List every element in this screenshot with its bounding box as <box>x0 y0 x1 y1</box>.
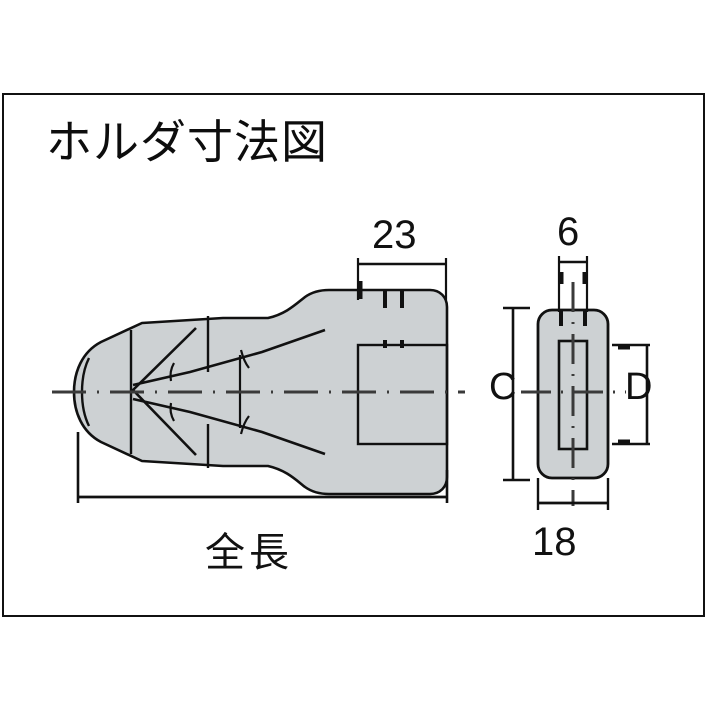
dimension-label-slot-width: 6 <box>557 210 580 254</box>
dimension-label-end-width: 18 <box>532 520 577 564</box>
dimension-label-end-height: C <box>489 366 517 408</box>
dimension-label-slot-height: D <box>625 366 653 408</box>
dimension-label-overall-length: 全長 <box>205 530 293 576</box>
page-title: ホルダ寸法図 <box>46 115 328 169</box>
drawing-frame <box>2 93 705 617</box>
dimension-label-body-length: 23 <box>372 213 417 257</box>
